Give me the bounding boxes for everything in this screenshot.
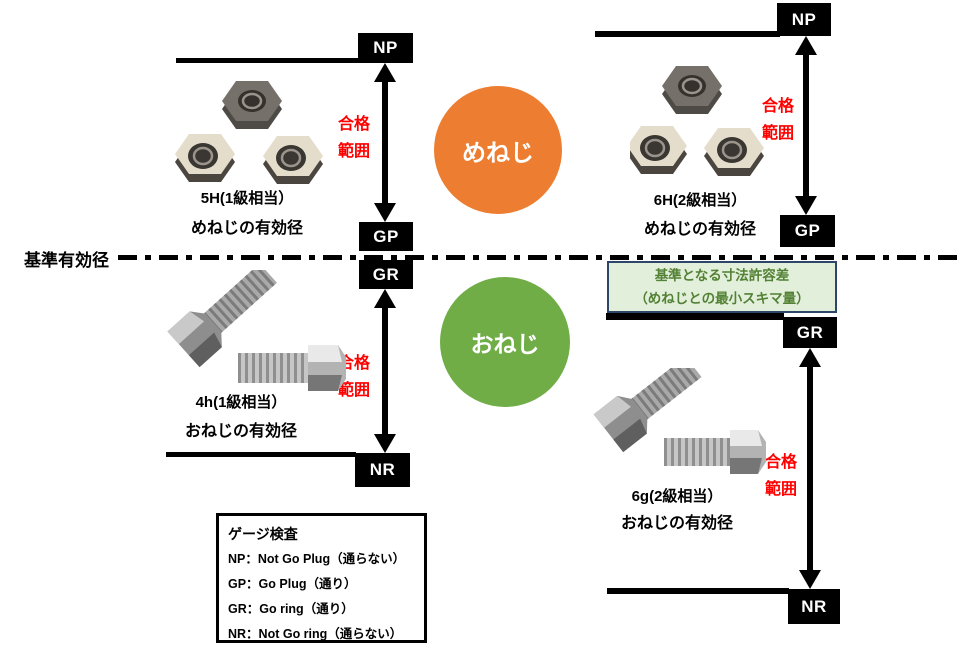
gauge-box-gr-left: GR — [359, 260, 413, 289]
baseline-label: 基準有効径 — [24, 251, 109, 270]
upper-limit-line-left — [176, 58, 363, 63]
tolerance-note-line1: 基準となる寸法許容差 — [654, 268, 790, 283]
lower-limit-line-right — [607, 588, 789, 594]
lower-limit-line-left — [166, 452, 356, 457]
desc-label-bottom-left: おねじの有効径 — [184, 423, 297, 440]
nuts-image-top-right — [630, 66, 764, 176]
legend-box: ゲージ検査 NP：Not Go Plug（通らない） GP：Go Plug（通り… — [216, 513, 427, 643]
desc-label-top-right: めねじの有効径 — [643, 221, 756, 238]
range-arrow-bottom-left-icon — [374, 289, 396, 453]
tolerance-note-box: 基準となる寸法許容差 （めねじとの最小スキマ量） — [607, 261, 837, 313]
gr-limit-line-right — [606, 313, 784, 320]
legend-item: NP：Not Go Plug（通らない） — [228, 552, 406, 566]
pass-range-label-bottom-right: 合格 範囲 — [764, 454, 797, 498]
gauge-box-nr-left: NR — [355, 453, 410, 487]
gauge-label: GP — [373, 226, 399, 246]
desc-label-top-left: めねじの有効径 — [190, 220, 303, 237]
gauge-label: GR — [796, 322, 824, 342]
gauge-label: GR — [372, 264, 400, 284]
desc-label-bottom-right: おねじの有効径 — [620, 515, 733, 532]
gauge-label: NR — [369, 460, 396, 479]
gauge-label: GP — [794, 221, 821, 240]
internal-thread-circle: めねじ — [434, 86, 562, 214]
gauge-box-gr-right: GR — [783, 317, 837, 348]
gauge-box-gp-right: GP — [780, 215, 835, 247]
tolerance-note-line2: （めねじとの最小スキマ量） — [634, 291, 810, 306]
baseline-dashdot-line — [118, 255, 959, 260]
gauge-box-np-right: NP — [777, 3, 831, 36]
range-arrow-top-left-icon — [374, 63, 396, 222]
gauge-label: NR — [801, 596, 827, 616]
upper-limit-line-right — [595, 31, 780, 37]
range-arrow-bottom-right-icon — [799, 348, 821, 589]
pass-range-label-top-left: 合格 範囲 — [337, 116, 370, 160]
gauge-box-nr-right: NR — [788, 589, 840, 624]
legend-item: GP：Go Plug（通り） — [228, 577, 357, 591]
legend-item: NR：Not Go ring（通らない） — [228, 627, 403, 641]
spec-label-bottom-left: 4h(1級相当） — [195, 394, 287, 411]
legend-title: ゲージ検査 — [228, 526, 298, 542]
legend-item: GR：Go ring（通り） — [228, 602, 354, 616]
pass-range-label-top-right: 合格 範囲 — [761, 98, 794, 142]
spec-label-bottom-right: 6g(2級相当） — [631, 488, 723, 505]
range-arrow-top-right-icon — [795, 36, 817, 215]
nuts-image-top-left — [175, 81, 323, 184]
external-thread-circle: おねじ — [440, 277, 570, 407]
gauge-label: NP — [373, 38, 398, 57]
gauge-label: NP — [791, 9, 817, 29]
bolts-image-bottom-right — [593, 368, 766, 474]
spec-label-top-right: 6H(2級相当） — [653, 192, 747, 209]
spec-label-top-left: 5H(1級相当） — [200, 190, 294, 207]
bolts-image-bottom-left — [167, 270, 346, 391]
gauge-box-gp-left: GP — [359, 222, 413, 251]
gauge-box-np-left: NP — [358, 33, 413, 63]
